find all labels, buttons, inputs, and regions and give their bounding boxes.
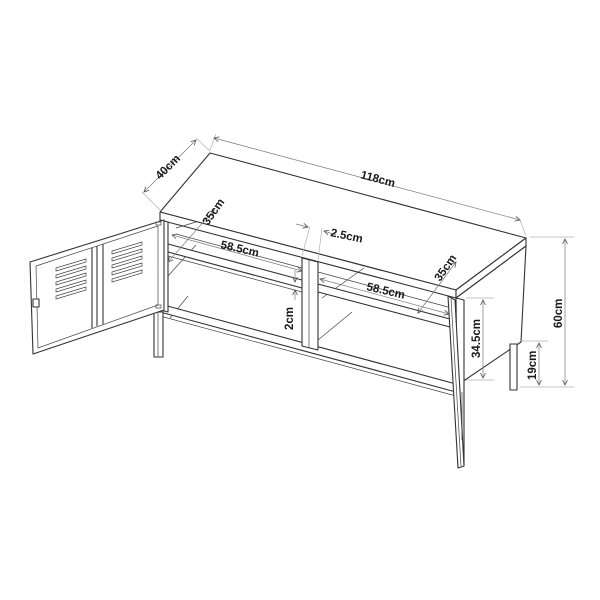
top-panel	[159, 152, 527, 299]
door-handle-icon	[32, 298, 40, 308]
dim-leg-height-label: 19cm	[527, 351, 539, 380]
dim-compartment-height-label: 34.5cm	[471, 319, 483, 358]
right-door-edge	[447, 295, 465, 469]
left-door-open	[29, 219, 165, 355]
dim-depth-label: 40cm	[154, 153, 183, 182]
vent-slots-right	[111, 241, 143, 283]
dim-width-label: 118cm	[359, 169, 396, 190]
vent-slots-left	[55, 258, 87, 300]
dim-height-label: 60cm	[553, 299, 565, 328]
dim-shelf-thickness-label: 2cm	[284, 307, 296, 330]
